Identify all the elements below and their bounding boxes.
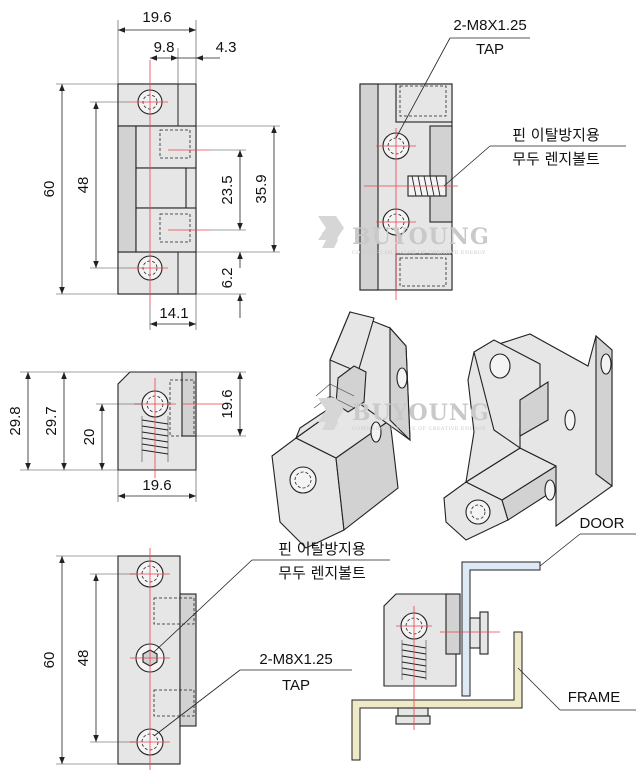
isometric-closed (271, 311, 411, 549)
watermark-upper: BUYOUNG COMMERCIAL VALUE OF CREATIVE ENE… (318, 216, 490, 256)
rear-pin-label-1: 핀 이탈방지용 (278, 540, 366, 558)
isometric-open (443, 333, 613, 541)
iso1-side-hole-2 (370, 421, 382, 443)
front-dim-mid: 23.5 (219, 175, 236, 204)
rear-dim-holes: 48 (75, 650, 92, 667)
front-dim-height: 60 (41, 181, 58, 198)
door-label: DOOR (580, 515, 625, 532)
side-tap-label-1: 2-M8X1.25 (453, 17, 526, 34)
iso2-top-hole (489, 353, 511, 379)
door-plate (461, 561, 541, 697)
front-dim-bottom: 14.1 (159, 305, 188, 322)
rear-pin-label-2: 무두 렌지볼트 (278, 564, 366, 582)
top-view: 29.8 29.7 20 19.6 19.6 (7, 371, 246, 502)
top-dim-a: 29.8 (7, 406, 24, 435)
svg-text:COMMERCIAL VALUE OF CREATIVE E: COMMERCIAL VALUE OF CREATIVE ENERGY (352, 426, 486, 432)
front-dim-b: 4.3 (216, 39, 237, 56)
iso2-side-hole-3 (544, 479, 556, 501)
rear-dim-height: 60 (41, 652, 58, 669)
rear-tap-label-2: TAP (282, 677, 310, 694)
rear-tap-label-1: 2-M8X1.25 (259, 651, 332, 668)
svg-text:COMMERCIAL VALUE OF CREATIVE E: COMMERCIAL VALUE OF CREATIVE ENERGY (352, 250, 486, 256)
top-dim-d: 19.6 (219, 389, 236, 418)
front-dim-width: 19.6 (142, 9, 171, 26)
top-dim-width: 19.6 (142, 477, 171, 494)
iso1-side-hole-1 (396, 367, 408, 389)
frame-label: FRAME (568, 689, 621, 706)
rear-view: 60 48 핀 이탈방지용 무두 렌지볼트 2-M8X1.25 TAP (41, 540, 390, 770)
mounting-view: DOOR FRAME (351, 515, 636, 761)
side-tap-label-2: TAP (476, 41, 504, 58)
front-dim-knuckle: 35.9 (253, 174, 270, 203)
side-view: 2-M8X1.25 TAP 핀 이탈방지용 무두 렌지볼트 (359, 17, 626, 300)
mount-screw-frame (395, 707, 431, 725)
top-dim-b: 29.7 (43, 406, 60, 435)
front-dim-offset: 6.2 (219, 268, 236, 289)
top-dim-c: 20 (81, 429, 98, 446)
front-dim-a: 9.8 (154, 39, 175, 56)
iso2-side-hole-2 (564, 409, 576, 431)
iso1-end-hole (289, 466, 317, 494)
front-view: 19.6 9.8 4.3 60 48 23.5 35.9 6.2 14.1 (41, 9, 280, 330)
iso2-side-hole-1 (600, 353, 612, 375)
svg-text:BUYOUNG: BUYOUNG (352, 400, 490, 426)
watermark-middle: BUYOUNG COMMERCIAL VALUE OF CREATIVE ENE… (318, 398, 490, 432)
side-pin-label-2: 무두 렌지볼트 (512, 150, 600, 168)
frame-plate (351, 631, 523, 761)
svg-text:BUYOUNG: BUYOUNG (352, 224, 490, 250)
iso2-end-hole (465, 499, 491, 525)
side-pin-label-1: 핀 이탈방지용 (512, 126, 600, 144)
mount-screw-door (469, 611, 489, 655)
front-dim-holes: 48 (75, 177, 92, 194)
